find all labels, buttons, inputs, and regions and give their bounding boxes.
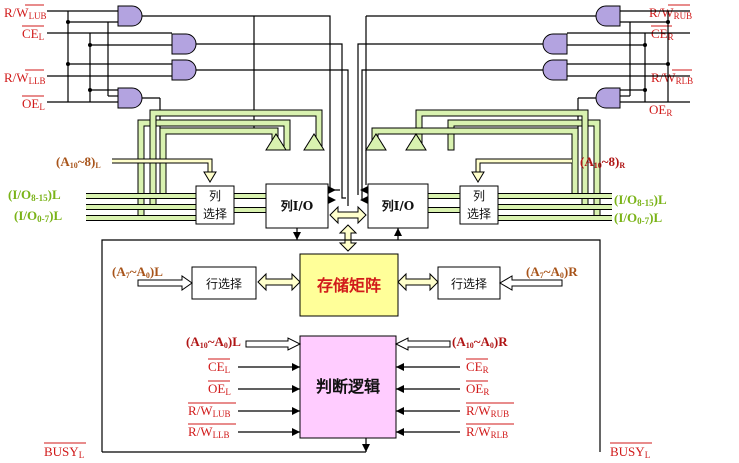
busy-frame [101,239,601,453]
label-logic-ce-right: CER [466,359,489,375]
label-addr-col-right: (A10~8)R [580,154,625,170]
right-column-io: 列I/O [367,183,429,229]
label-logic-oe-right: OER [466,381,489,397]
label-rw-llb-left: R/WLLB [4,70,46,86]
label-logic-oe-left: OEL [208,381,231,397]
label-addr-full-right: (A10~A0)R [452,334,508,350]
label-ce-right: CER [651,26,674,42]
col-io-label: 列I/O [382,198,414,213]
col-select-label: 选择 [203,207,227,221]
right-data-bus [365,109,612,221]
label-logic-rw-llb-left: R/WLLB [188,424,230,440]
logic-inputs-left [238,337,302,436]
col-select-label: 列 [209,189,221,203]
left-signal-labels: R/WLUB CEL R/WLLB OEL [4,4,47,112]
gate-icon [542,59,568,81]
row-select-label: 行选择 [451,277,487,291]
storage-matrix-label: 存储矩阵 [317,276,381,295]
label-oe-left: OEL [22,96,45,112]
label-io-hi-right: (I/O8-15)L [614,192,667,208]
gate-icon [542,33,568,55]
left-bus-labels: (A10~8)L (I/O8-15)L (I/O0-7)L (A7~A0)L (… [8,154,241,460]
left-data-bus [86,109,325,221]
column-address-arrows [112,158,572,183]
gate-icon [117,5,143,27]
row-select-label: 行选择 [206,277,242,291]
arbitration-logic: 判断逻辑 [299,335,397,439]
gate-icon [171,59,197,81]
left-column-io: 列I/O [265,183,329,229]
right-column-select: 列 选择 [459,185,499,225]
label-oe-right: OER [649,102,672,118]
label-addr-row-right: (A7~A0)R [526,264,578,280]
arbitration-logic-label: 判断逻辑 [316,377,380,396]
right-and-gates [366,5,621,109]
label-logic-rw-lub-left: R/WLUB [188,403,231,419]
left-row-select: 行选择 [191,266,257,300]
row-address-arrows [137,275,563,291]
label-addr-col-left: (A10~8)L [56,154,101,170]
io-control-arrowheads [328,186,368,204]
right-bus-labels: (A10~8)R (I/O8-15)L (I/O0-7)L (A7~A0)R (… [452,154,667,460]
label-io-lo-right: (I/O0-7)L [614,210,662,226]
gate-icon [171,33,197,55]
left-and-gates [117,5,254,109]
label-addr-full-left: (A10~A0)L [186,334,241,350]
label-rw-rlb-right: R/WRLB [651,70,693,86]
label-ce-left: CEL [22,26,44,42]
label-logic-rw-rlb-right: R/WRLB [466,424,508,440]
left-column-select: 列 选择 [195,185,235,225]
label-busy-left: BUSYL [44,444,84,460]
col-select-label: 列 [473,189,485,203]
logic-inputs-right [394,337,460,436]
gate-icon [595,5,621,27]
storage-matrix: 存储矩阵 [299,253,399,317]
label-logic-ce-left: CEL [208,359,230,375]
label-addr-row-left: (A7~A0)L [112,264,163,280]
gate-icon [117,87,143,109]
label-rw-rub-right: R/WRUB [649,5,692,21]
left-control-wires [47,10,172,103]
right-control-wires [567,10,690,103]
label-io-lo-left: (I/O0-7)L [14,208,62,224]
central-connection-arrows [257,205,439,292]
label-io-hi-left: (I/O8-15)L [8,187,61,203]
gate-to-io-wires [159,15,579,206]
col-select-label: 选择 [467,207,491,221]
io-frame-wires [293,228,402,240]
gate-icon [595,87,621,109]
label-logic-rw-rub-right: R/WRUB [466,403,509,419]
col-io-label: 列I/O [281,198,313,213]
label-busy-right: BUSYL [610,444,650,460]
label-rw-lub-left: R/WLUB [4,5,47,21]
right-row-select: 行选择 [437,266,501,300]
